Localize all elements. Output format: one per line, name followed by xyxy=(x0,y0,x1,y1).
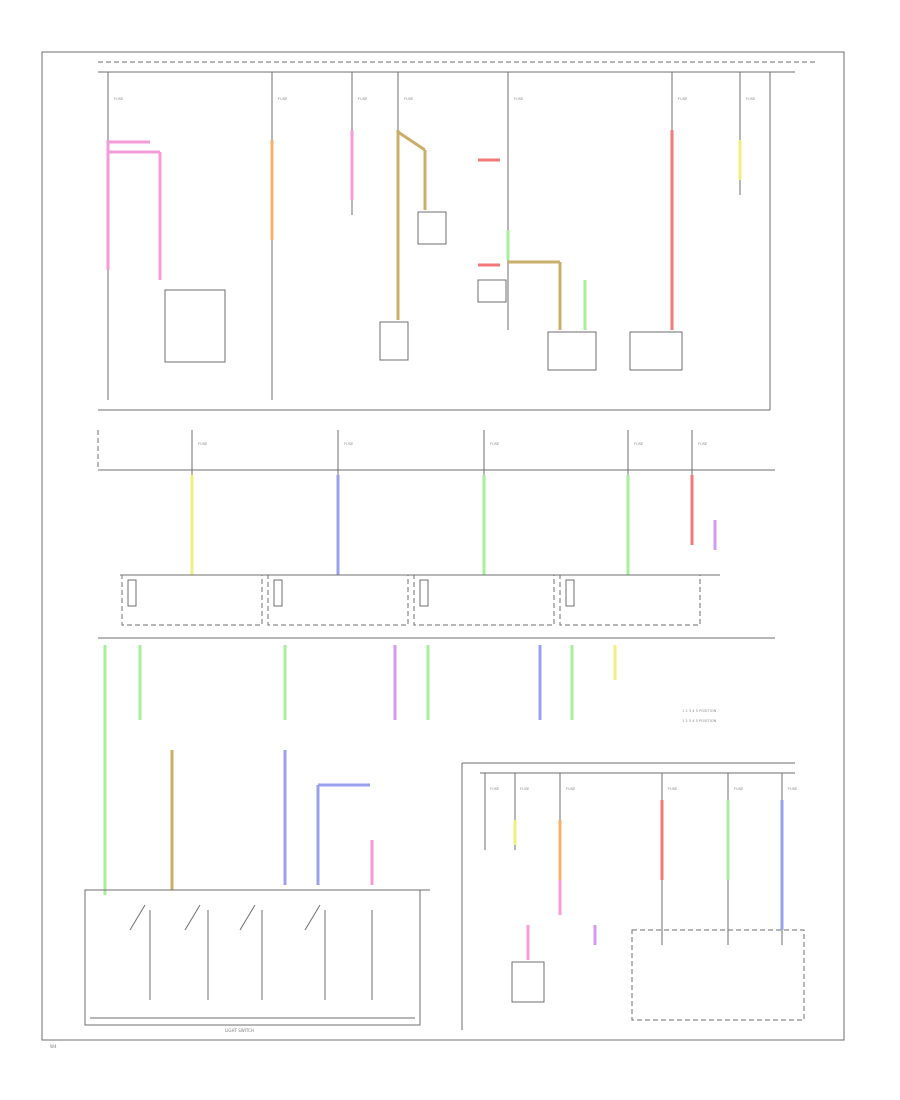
fuse-label-bottom-2: FUSE xyxy=(520,787,530,791)
switch-contacts xyxy=(129,904,373,1000)
lower-right-colored-wires xyxy=(513,800,784,960)
fuse-label-mid-3: FUSE xyxy=(490,442,500,446)
fuse-label-mid-5: FUSE xyxy=(698,442,708,446)
fuse-label-mid-4: FUSE xyxy=(634,442,644,446)
fuse-label-top-5: FUSE xyxy=(514,97,524,101)
fuse-label-top-1: FUSE xyxy=(114,97,124,101)
light-switch-label: LIGHT SWITCH xyxy=(225,1028,254,1033)
lower-right-components xyxy=(511,929,805,1021)
diagram-footer-code: W4 xyxy=(50,1044,57,1049)
fuse-label-bottom-1: FUSE xyxy=(490,787,500,791)
lower-middle-wires xyxy=(103,645,617,895)
fuse-label-bottom-6: FUSE xyxy=(788,787,798,791)
fuse-label-mid-1: FUSE xyxy=(198,442,208,446)
fuse-label-mid-2: FUSE xyxy=(344,442,354,446)
diagram-frame xyxy=(41,51,845,1041)
relay-blocks xyxy=(121,574,701,626)
fuse-label-top-6: FUSE xyxy=(678,97,688,101)
fuse-label-top-2: FUSE xyxy=(278,97,288,101)
fuse-label-bottom-4: FUSE xyxy=(668,787,678,791)
middle-fuse-drops xyxy=(191,430,693,575)
legend-line-2: 1 2 3 4 5 POSITION xyxy=(682,719,717,723)
fuse-label-bottom-3: FUSE xyxy=(566,787,576,791)
fuse-label-top-3: FUSE xyxy=(358,97,368,101)
middle-colored-wires xyxy=(190,475,717,575)
fuse-label-top-7: FUSE xyxy=(746,97,756,101)
top-colored-wires xyxy=(106,130,742,330)
lower-right-fuse-drops xyxy=(484,773,783,945)
legend-line-1: 1 2 3 4 5 POSITION xyxy=(682,709,717,713)
fuse-label-top-4: FUSE xyxy=(404,97,414,101)
fuse-label-bottom-5: FUSE xyxy=(734,787,744,791)
light-switch-box xyxy=(84,889,421,1026)
top-fuse-drops xyxy=(107,72,741,400)
top-components xyxy=(164,211,683,371)
